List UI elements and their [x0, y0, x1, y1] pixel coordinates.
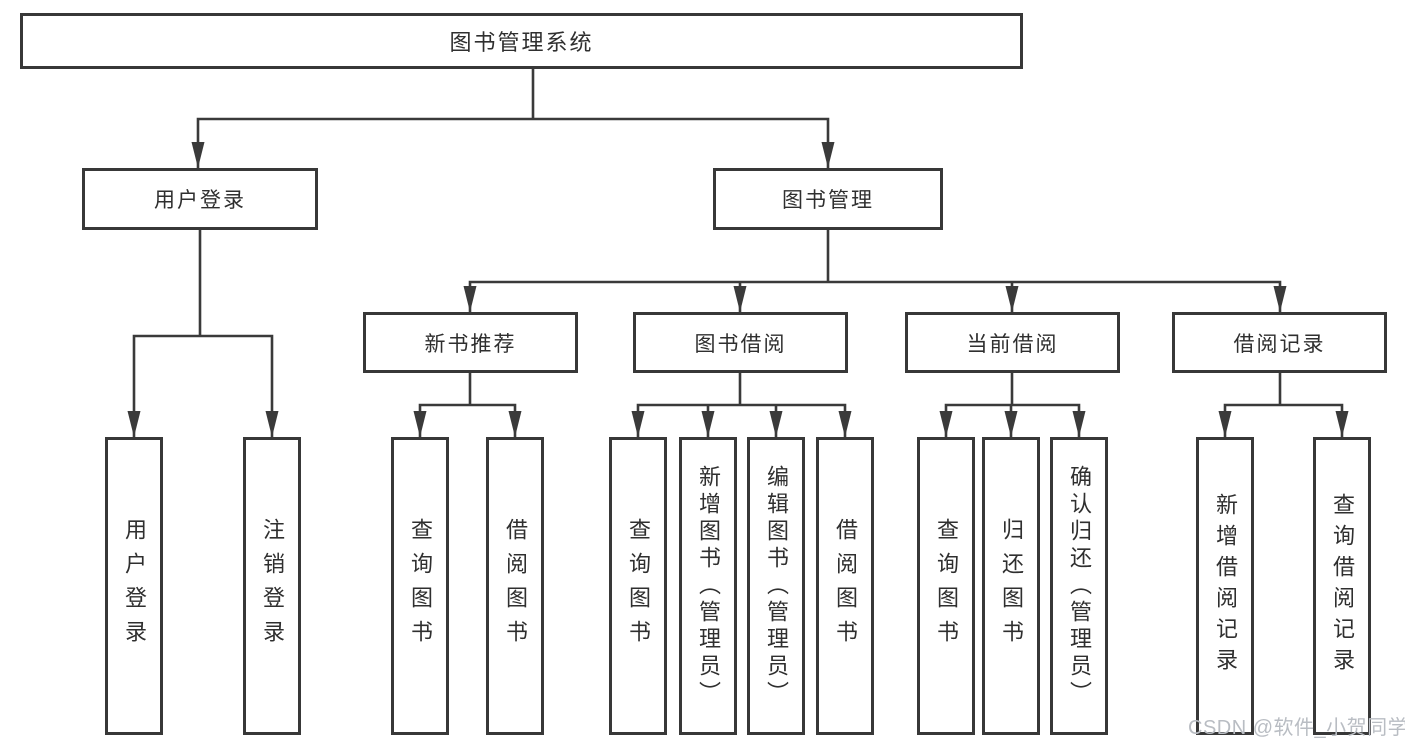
node-add-borrow-record: 新增借阅记录: [1196, 437, 1254, 735]
node-label: 新书推荐: [424, 332, 517, 356]
arrowhead: [1335, 411, 1349, 437]
arrowhead: [463, 286, 477, 312]
node-label: 新增借阅记录: [1213, 493, 1238, 679]
node-query-borrow-record: 查询借阅记录: [1313, 437, 1371, 735]
connector-book-borrow-module: [631, 371, 852, 439]
csdn-watermark: CSDN @软件_小贺同学: [1188, 717, 1405, 739]
arrowhead: [265, 411, 279, 437]
node-label: 当前借阅: [966, 332, 1059, 356]
node-borrow-books-recommend: 借阅图书: [486, 437, 544, 735]
node-book-borrow: 图书借阅: [633, 312, 848, 373]
node-label: 图书管理: [782, 189, 874, 212]
node-book-management-branch: 图书管理: [713, 168, 943, 230]
node-confirm-return-admin: 确认归还（管理员）: [1050, 437, 1108, 735]
node-label: 归还图书: [999, 518, 1024, 654]
node-label: 注销登录: [260, 518, 285, 654]
arrowhead: [631, 411, 645, 437]
node-label: 借阅记录: [1233, 332, 1326, 356]
node-borrow-books-leaf: 借阅图书: [816, 437, 874, 735]
arrowhead: [939, 411, 953, 437]
node-library-system: 图书管理系统: [20, 13, 1023, 69]
arrowhead: [733, 286, 747, 312]
node-label: 查询图书: [934, 518, 959, 654]
arrowhead: [413, 411, 427, 437]
node-user-login-leaf: 用户登录: [105, 437, 163, 735]
node-query-books-borrow: 查询图书: [609, 437, 667, 735]
node-edit-book-admin: 编辑图书（管理员）: [747, 437, 805, 735]
arrowhead: [838, 411, 852, 437]
connector-root: [191, 66, 835, 170]
node-return-book: 归还图书: [982, 437, 1040, 735]
node-label: 图书管理系统: [449, 30, 594, 55]
node-new-book-recommend: 新书推荐: [363, 312, 578, 373]
arrowhead: [1273, 286, 1287, 312]
arrowhead: [701, 411, 715, 437]
node-label: 查询借阅记录: [1330, 493, 1355, 679]
connector-new-book-module: [413, 371, 522, 439]
arrowhead: [821, 142, 835, 168]
arrowhead: [769, 411, 783, 437]
node-label: 确认归还（管理员）: [1067, 464, 1092, 708]
connector-borrow-records-module: [1218, 371, 1349, 439]
arrowhead: [1005, 286, 1019, 312]
arrowhead: [508, 411, 522, 437]
node-label: 用户登录: [122, 518, 147, 654]
node-logout-leaf: 注销登录: [243, 437, 301, 735]
arrowhead: [191, 142, 205, 168]
node-label: 新增图书（管理员）: [696, 464, 721, 708]
node-label: 借阅图书: [833, 518, 858, 654]
arrowhead: [1004, 411, 1018, 437]
arrowhead: [1072, 411, 1086, 437]
node-label: 查询图书: [408, 518, 433, 654]
connector-current-borrow-module: [939, 371, 1086, 439]
node-label: 用户登录: [154, 189, 246, 212]
node-borrow-records: 借阅记录: [1172, 312, 1387, 373]
node-current-borrow: 当前借阅: [905, 312, 1120, 373]
node-user-login-branch: 用户登录: [82, 168, 318, 230]
connector-user-branch: [127, 228, 279, 439]
connector-book-branch: [463, 228, 1287, 314]
arrowhead: [127, 411, 141, 437]
node-label: 编辑图书（管理员）: [764, 464, 789, 708]
node-query-books-current: 查询图书: [917, 437, 975, 735]
arrowhead: [1218, 411, 1232, 437]
node-label: 图书借阅: [694, 332, 787, 356]
node-query-books-recommend: 查询图书: [391, 437, 449, 735]
node-label: 查询图书: [626, 518, 651, 654]
node-add-book-admin: 新增图书（管理员）: [679, 437, 737, 735]
node-label: 借阅图书: [503, 518, 528, 654]
